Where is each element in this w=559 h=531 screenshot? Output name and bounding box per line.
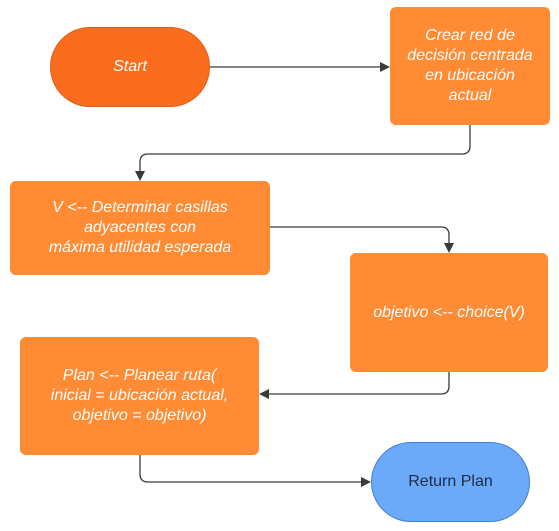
crear-red-node[interactable]: Crear red de decisión centrada en ubicac… xyxy=(390,7,550,125)
connector-crear-red-to-determinar xyxy=(135,125,471,181)
return-plan-node[interactable]: Return Plan xyxy=(371,442,530,522)
start-node-label: Start xyxy=(113,58,147,75)
return-plan-node-label: Return Plan xyxy=(408,473,493,490)
choice-node[interactable]: objetivo <-- choice(V) xyxy=(350,253,548,372)
determinar-node-label: V <-- Determinar casillas adyacentes con… xyxy=(48,199,232,256)
connector-determinar-to-choice xyxy=(270,226,454,253)
start-node[interactable]: Start xyxy=(50,27,210,107)
connector-planear-to-return xyxy=(139,455,371,487)
connector-choice-to-planear xyxy=(259,372,450,399)
choice-node-label: objetivo <-- choice(V) xyxy=(373,303,525,321)
planear-node-label: Plan <-- Planear ruta( inicial = ubicaci… xyxy=(50,367,229,424)
planear-node[interactable]: Plan <-- Planear ruta( inicial = ubicaci… xyxy=(20,337,259,455)
determinar-node[interactable]: V <-- Determinar casillas adyacentes con… xyxy=(10,181,270,275)
crear-red-node-label: Crear red de decisión centrada en ubicac… xyxy=(407,27,533,104)
